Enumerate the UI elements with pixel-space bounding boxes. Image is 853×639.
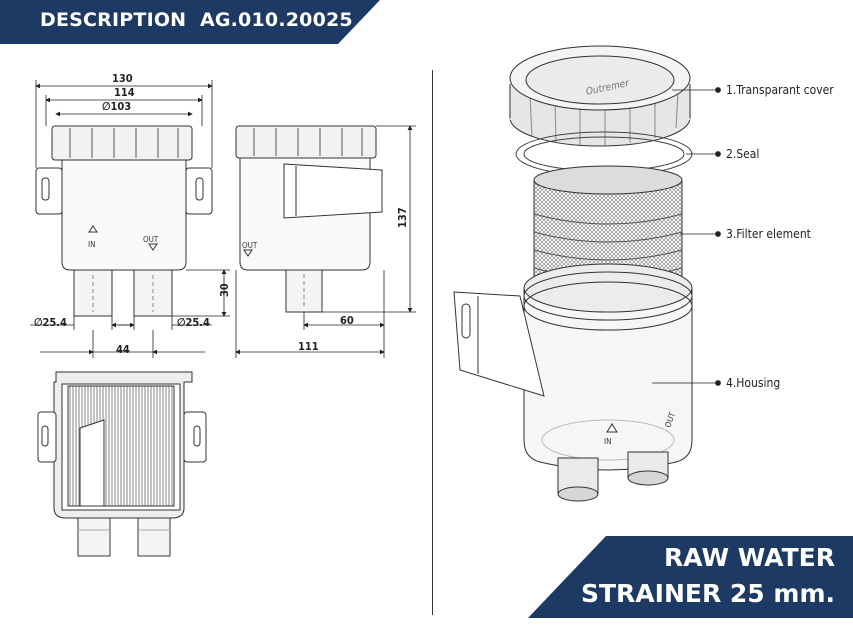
housing-in-label: IN [604,437,612,446]
dim-pipe-spacing: 44 [116,343,130,356]
dim-side-width: 111 [298,340,319,353]
front-in-label: IN [88,240,96,249]
section-divider [432,70,433,615]
title-line-1: RAW WATER [664,543,835,572]
title-banner: RAW WATER STRAINER 25 mm. [528,536,853,618]
dim-flange-width: 114 [114,86,135,99]
title-line-2: STRAINER 25 mm. [580,579,835,608]
front-out-label: OUT [143,235,159,244]
header-title: DESCRIPTION AG.010.20025 [40,9,353,31]
side-out-label: OUT [242,241,258,250]
part-label-cover: 1.Transparant cover [726,83,834,97]
description-label: DESCRIPTION [40,9,187,31]
part-label-seal: 2.Seal [726,147,759,161]
dim-side-offset: 60 [340,314,354,327]
section-view [37,371,207,557]
product-code: AG.010.20025 [199,9,353,31]
callout-leaders [652,87,721,386]
dim-cover-diameter: ∅103 [102,100,131,113]
dim-height: 137 [396,207,409,228]
part-label-filter: 3.Filter element [726,227,811,241]
dim-overall-width: 130 [112,72,133,85]
dim-pipe-right: ∅25.4 [177,316,210,329]
dim-pipe-left: ∅25.4 [34,316,67,329]
header-banner-shape [0,0,380,44]
exploded-housing [453,263,693,502]
part-label-housing: 4.Housing [726,376,780,390]
header-banner: DESCRIPTION AG.010.20025 [0,0,380,44]
dim-pipe-height: 30 [218,283,231,297]
exploded-cover [509,45,691,147]
title-banner-shape [528,536,853,618]
side-view [235,125,383,313]
front-view [35,125,213,317]
